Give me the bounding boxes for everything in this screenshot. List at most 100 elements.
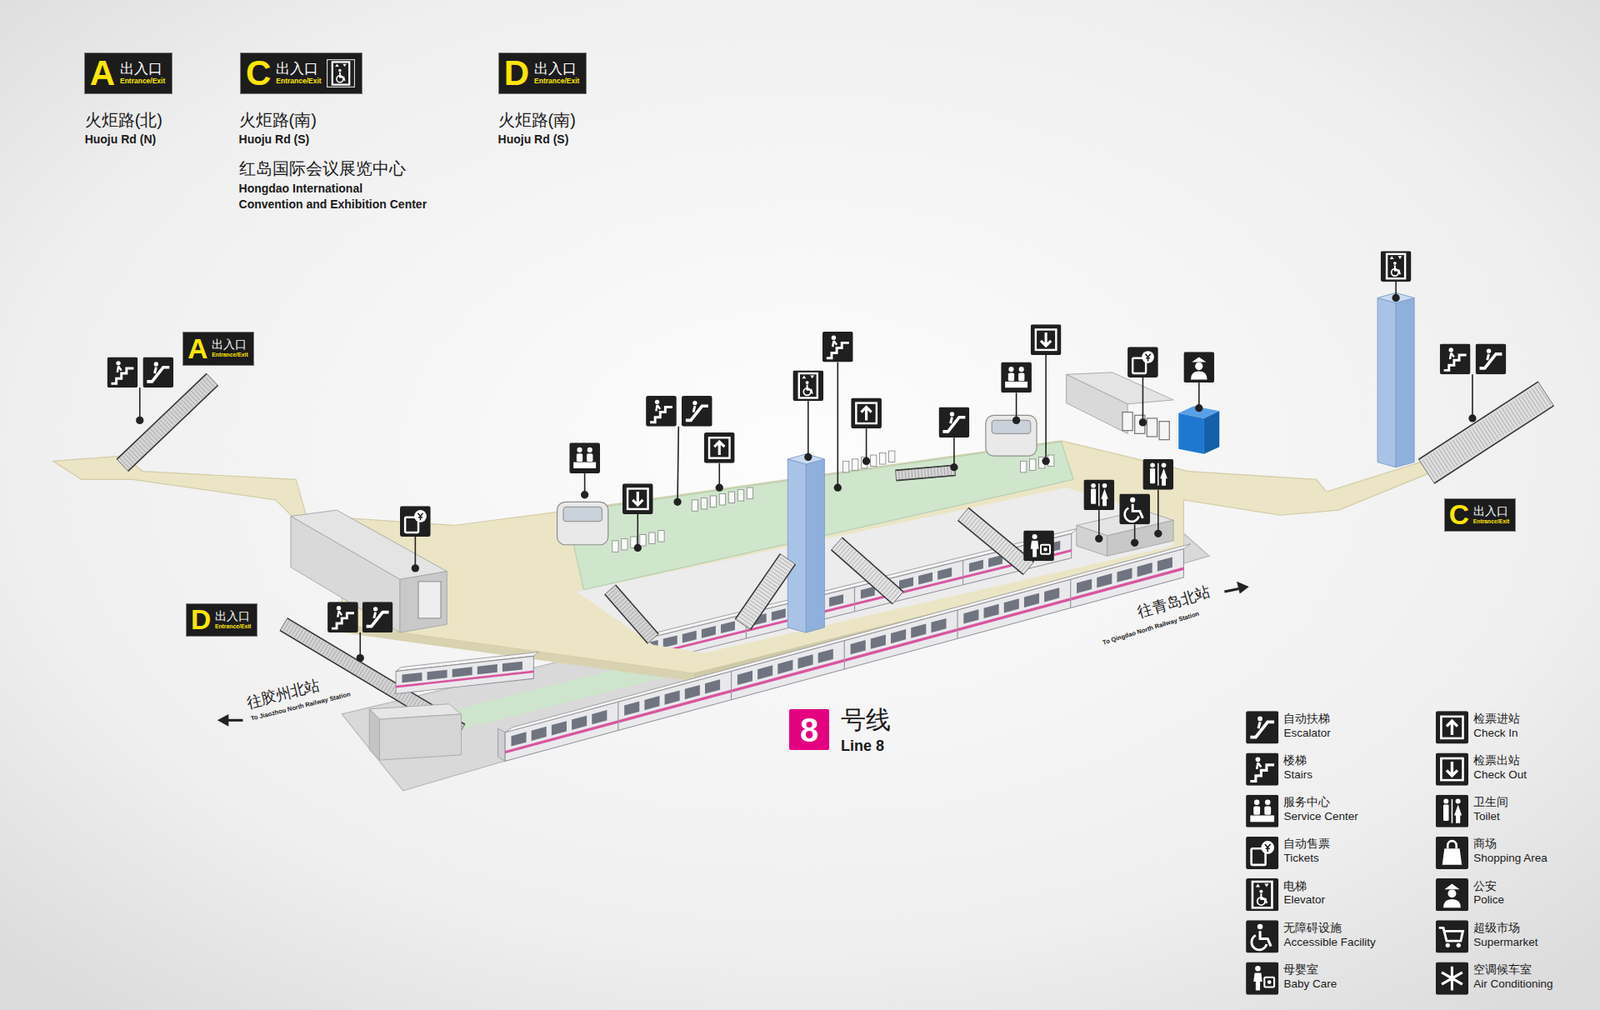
leader-dot xyxy=(1468,414,1476,422)
legend-text: 自动售票 Tickets xyxy=(1283,837,1332,866)
exit-label-en: Entrance/Exit xyxy=(534,76,580,85)
stairs-and-escalators xyxy=(116,373,1554,737)
band-step xyxy=(134,444,144,455)
band-step xyxy=(996,540,1006,551)
label-slot: 红岛国际会议展览中心 xyxy=(239,158,406,179)
band-step xyxy=(1021,560,1031,572)
band-step xyxy=(305,634,312,645)
train-window xyxy=(1024,593,1040,608)
train-window xyxy=(663,635,678,648)
band-body xyxy=(605,585,659,644)
legend-slot: 自动扶梯 Escalator xyxy=(1283,712,1333,741)
train-window xyxy=(984,604,1000,619)
label-text: Huoju Rd (N) xyxy=(85,132,157,147)
train-window xyxy=(682,630,697,644)
train-window xyxy=(531,726,547,741)
band-step xyxy=(641,627,651,636)
exit-sign: D出入口Entrance/Exit xyxy=(186,604,257,636)
band-step xyxy=(328,647,335,659)
band-step xyxy=(197,383,207,394)
train-window xyxy=(644,695,660,710)
train-window xyxy=(988,555,1003,568)
exit-label-zh: 出入口 xyxy=(534,60,580,78)
band-step xyxy=(359,665,365,677)
handrail xyxy=(605,594,648,644)
band-step xyxy=(633,617,643,626)
train-window xyxy=(1044,587,1060,602)
facility-icon xyxy=(1119,494,1150,525)
icon-frame xyxy=(326,59,355,87)
band-step xyxy=(1469,429,1483,450)
band-step xyxy=(386,682,393,694)
leader-dot xyxy=(411,564,420,572)
band-step xyxy=(200,381,210,392)
band-step xyxy=(1496,411,1510,432)
band-step xyxy=(930,468,933,477)
train-window xyxy=(777,660,793,675)
ticket-machine xyxy=(1159,421,1170,440)
band-step xyxy=(859,562,869,573)
exit-label-en: Entrance/Exit xyxy=(275,76,321,85)
wrap-spacer xyxy=(1532,963,1555,965)
band-step xyxy=(1474,425,1488,446)
legend-text: 无障碍设施 Accessible Facility xyxy=(1283,921,1378,950)
handrail xyxy=(615,585,659,635)
legend-text: 楼梯 Stairs xyxy=(1283,754,1315,783)
wall-box-side xyxy=(400,571,447,633)
band-step xyxy=(1515,399,1530,420)
band-step xyxy=(169,410,179,421)
band-step xyxy=(856,560,866,570)
leader-dot xyxy=(715,484,724,492)
exit-letter: A xyxy=(90,55,115,91)
legend-text: 卫生间 Toilet xyxy=(1473,795,1510,825)
band-step xyxy=(375,675,382,687)
band-step xyxy=(763,581,776,591)
band-step xyxy=(185,395,195,405)
label-text: 红岛国际会议展览中心 xyxy=(239,158,406,179)
leader-dot xyxy=(673,498,681,506)
legend-icon xyxy=(1245,795,1279,828)
handrail xyxy=(958,520,1024,575)
band-step xyxy=(181,399,191,410)
facility-icon xyxy=(822,331,854,363)
band-step xyxy=(861,564,871,575)
band-step xyxy=(322,644,329,655)
exit-label-zh: 出入口 xyxy=(211,338,248,352)
train-window xyxy=(798,654,814,669)
band-step xyxy=(1480,422,1494,443)
leader-dot xyxy=(834,484,842,492)
stair-band xyxy=(958,507,1035,575)
band-step xyxy=(372,674,379,685)
leader-line xyxy=(953,437,955,468)
band-step xyxy=(865,568,875,579)
leader-line xyxy=(807,400,810,457)
band-step xyxy=(145,433,155,444)
label-text: 火炬路(北) xyxy=(85,110,163,130)
facility-icon xyxy=(1142,459,1174,490)
wrap-spacer xyxy=(1509,795,1510,797)
band-step xyxy=(1477,424,1491,445)
band-step xyxy=(333,650,340,662)
fare-gate xyxy=(710,495,716,507)
band-step xyxy=(748,602,761,612)
band-step xyxy=(616,597,626,606)
legend-text: 母婴室 Baby Care xyxy=(1283,963,1339,992)
leader-dot xyxy=(580,490,589,499)
band-step xyxy=(1447,443,1461,464)
train-stripe xyxy=(505,567,1184,755)
leader-line xyxy=(1471,374,1474,419)
band-step xyxy=(1428,455,1442,476)
band-step xyxy=(854,557,864,568)
band-step xyxy=(1512,400,1526,421)
train-window xyxy=(818,649,834,664)
train-window xyxy=(1004,598,1020,613)
legend-icon xyxy=(1245,710,1279,744)
elevator-symbol xyxy=(326,59,355,88)
leader-dot xyxy=(1130,539,1139,547)
band-step xyxy=(1501,407,1515,428)
band-step xyxy=(339,654,345,665)
band-step xyxy=(851,555,861,566)
band-step xyxy=(297,629,304,640)
band-step xyxy=(310,637,317,649)
label-slot: 火炬路(南) xyxy=(498,110,576,130)
